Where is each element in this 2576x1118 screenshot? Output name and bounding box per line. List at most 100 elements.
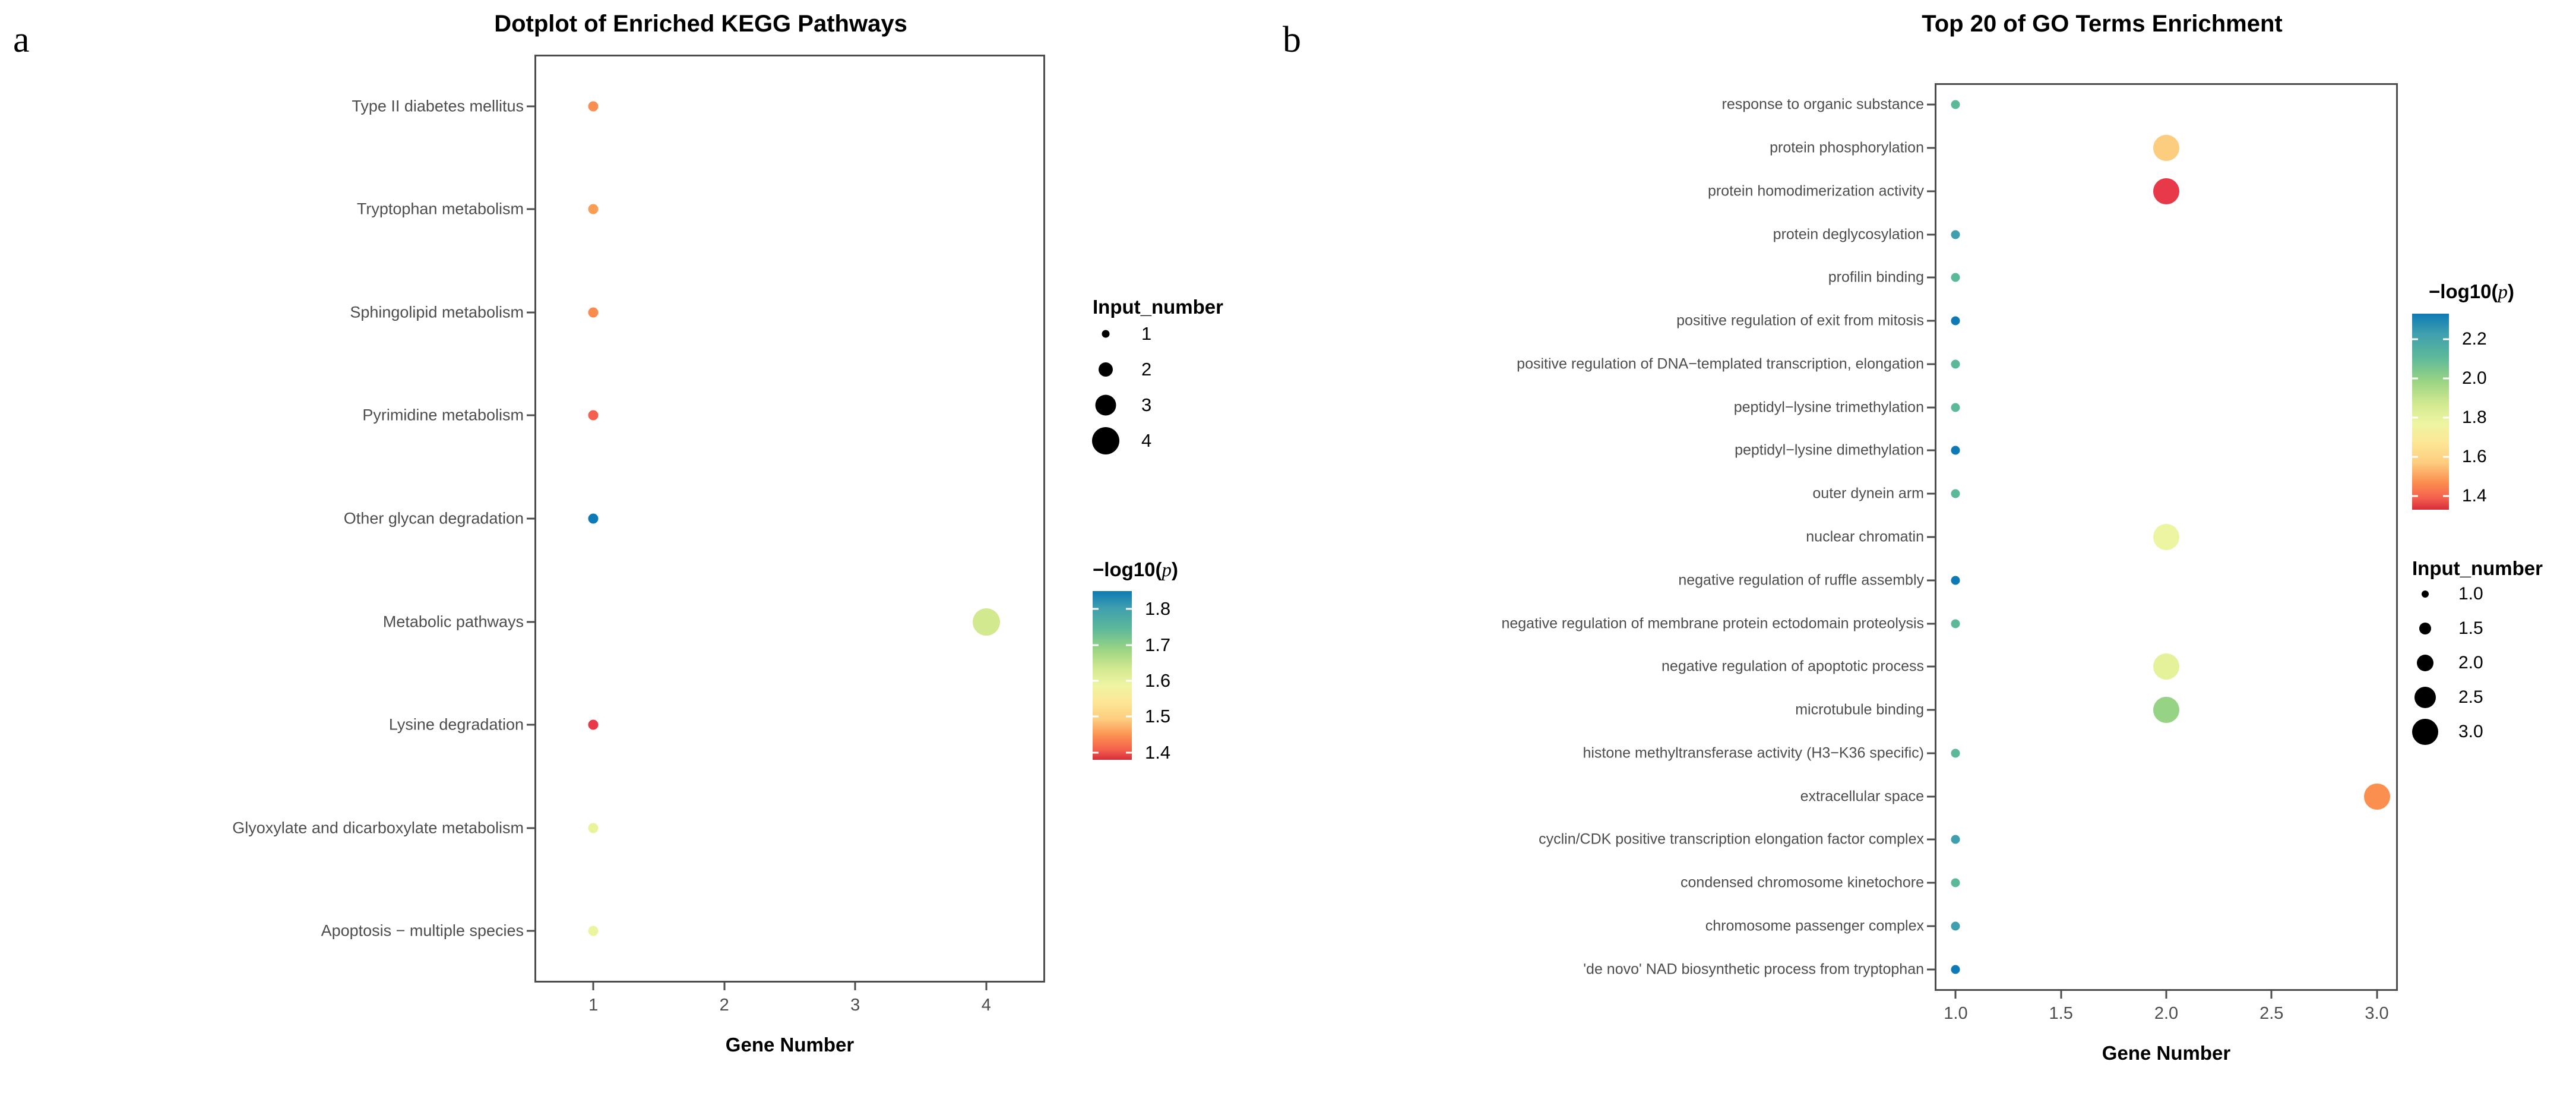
data-point bbox=[972, 608, 1000, 636]
data-point bbox=[1951, 273, 1960, 282]
y-axis-tick bbox=[1927, 838, 1935, 841]
colorbar-tick bbox=[2443, 495, 2449, 497]
data-point bbox=[588, 926, 599, 936]
panel-a-title: Dotplot of Enriched KEGG Pathways bbox=[494, 11, 907, 37]
colorbar-label: 1.8 bbox=[2462, 407, 2487, 427]
data-point bbox=[588, 307, 599, 318]
colorbar-label: 1.4 bbox=[1145, 741, 1171, 763]
data-point bbox=[1951, 403, 1960, 412]
y-axis-tick bbox=[1927, 665, 1935, 668]
data-point bbox=[1951, 619, 1960, 629]
data-point bbox=[1951, 489, 1960, 498]
y-axis-label: Type II diabetes mellitus bbox=[352, 97, 524, 115]
y-axis-label: Metabolic pathways bbox=[382, 612, 524, 631]
y-axis-tick bbox=[1927, 579, 1935, 582]
y-axis-tick bbox=[1927, 968, 1935, 971]
colorbar-label: 1.6 bbox=[1145, 670, 1171, 691]
y-axis-label: negative regulation of ruffle assembly bbox=[1678, 571, 1924, 589]
data-point bbox=[1951, 230, 1960, 239]
y-axis-tick bbox=[1927, 363, 1935, 365]
colorbar-tick bbox=[2412, 416, 2418, 419]
data-point bbox=[588, 513, 599, 524]
y-axis-tick bbox=[1927, 882, 1935, 884]
x-axis-title: Gene Number bbox=[2102, 1042, 2231, 1064]
y-axis-tick bbox=[1927, 925, 1935, 927]
size-legend-key bbox=[2412, 719, 2438, 745]
size-legend-key bbox=[2414, 687, 2436, 708]
data-point bbox=[2363, 783, 2390, 810]
y-axis-tick bbox=[1927, 320, 1935, 322]
colorbar-tick bbox=[2443, 338, 2449, 340]
x-axis-tick-label: 3 bbox=[850, 996, 860, 1015]
colorbar-tick bbox=[2412, 495, 2418, 497]
colorbar-tick bbox=[1093, 680, 1099, 682]
colorbar-label: 2.2 bbox=[2462, 329, 2487, 349]
data-point bbox=[1951, 965, 1960, 974]
colorbar-label: 1.7 bbox=[1145, 634, 1171, 655]
size-legend-key bbox=[1099, 362, 1113, 377]
y-axis-tick bbox=[527, 517, 534, 520]
size-legend-label: 2.0 bbox=[2458, 653, 2483, 672]
y-axis-label: Glyoxylate and dicarboxylate metabolism bbox=[232, 819, 524, 837]
size-legend-key bbox=[2419, 623, 2431, 634]
y-axis-label: Lysine degradation bbox=[388, 715, 524, 734]
colorbar-tick bbox=[1126, 715, 1132, 718]
colorbar-tick bbox=[1126, 608, 1132, 610]
colorbar-tick bbox=[2443, 377, 2449, 380]
size-legend-key bbox=[1095, 394, 1116, 416]
data-point bbox=[2153, 653, 2179, 680]
colorbar-label: 1.8 bbox=[1145, 598, 1171, 620]
size-legend-label: 2.5 bbox=[2458, 687, 2483, 707]
x-axis-tick-label: 2.5 bbox=[2259, 1004, 2284, 1023]
data-point bbox=[2153, 178, 2179, 204]
data-point bbox=[588, 823, 599, 833]
y-axis-label: Sphingolipid metabolism bbox=[350, 303, 524, 321]
panel-a-size-legend-title: Input_number bbox=[1093, 296, 1223, 318]
y-axis-tick bbox=[527, 621, 534, 623]
colorbar-tick bbox=[2412, 338, 2418, 340]
data-point bbox=[588, 101, 599, 112]
x-axis-tick-label: 1.5 bbox=[2049, 1004, 2073, 1023]
y-axis-label: positive regulation of DNA−templated tra… bbox=[1517, 355, 1924, 372]
y-axis-label: protein phosphorylation bbox=[1770, 139, 1924, 156]
y-axis-tick bbox=[527, 208, 534, 210]
y-axis-label: Pyrimidine metabolism bbox=[362, 406, 524, 424]
size-legend-label: 1.5 bbox=[2458, 618, 2483, 638]
colorbar bbox=[2412, 314, 2449, 510]
y-axis-tick bbox=[527, 827, 534, 829]
y-axis-tick bbox=[1927, 276, 1935, 279]
x-axis-tick-label: 1 bbox=[588, 996, 599, 1015]
y-axis-tick bbox=[527, 311, 534, 314]
colorbar-tick bbox=[1093, 608, 1099, 610]
size-legend-label: 3 bbox=[1141, 394, 1152, 415]
x-axis-tick-label: 4 bbox=[981, 996, 991, 1015]
colorbar-tick bbox=[1126, 751, 1132, 754]
y-axis-label: nuclear chromatin bbox=[1806, 528, 1924, 545]
y-axis-label: negative regulation of membrane protein … bbox=[1501, 615, 1924, 632]
y-axis-label: peptidyl−lysine dimethylation bbox=[1735, 441, 1924, 459]
data-point bbox=[1951, 749, 1960, 758]
x-axis-tick-label: 3.0 bbox=[2365, 1004, 2389, 1023]
y-axis-label: positive regulation of exit from mitosis bbox=[1676, 312, 1924, 329]
size-legend-label: 1 bbox=[1141, 323, 1152, 344]
y-axis-tick bbox=[1927, 752, 1935, 754]
colorbar-label: 1.5 bbox=[1145, 706, 1171, 727]
colorbar-tick bbox=[1126, 680, 1132, 682]
x-axis-tick-label: 2 bbox=[719, 996, 729, 1015]
x-axis-tick bbox=[2060, 991, 2062, 999]
y-axis-label: peptidyl−lysine trimethylation bbox=[1733, 399, 1924, 416]
x-axis-tick-label: 2.0 bbox=[2154, 1004, 2179, 1023]
panel-letter-b: b bbox=[1283, 20, 1301, 60]
y-axis-tick bbox=[1927, 147, 1935, 149]
data-point bbox=[1951, 878, 1960, 888]
panel-letter-a: a bbox=[13, 20, 30, 60]
y-axis-label: condensed chromosome kinetochore bbox=[1681, 874, 1924, 891]
colorbar-tick bbox=[2443, 416, 2449, 419]
data-point bbox=[2153, 524, 2179, 550]
data-point bbox=[588, 410, 599, 421]
x-axis-tick-label: 1.0 bbox=[1944, 1004, 1968, 1023]
y-axis-tick bbox=[527, 414, 534, 416]
size-legend-key bbox=[1092, 427, 1119, 454]
size-legend-label: 4 bbox=[1141, 430, 1152, 451]
y-axis-tick bbox=[527, 930, 534, 932]
